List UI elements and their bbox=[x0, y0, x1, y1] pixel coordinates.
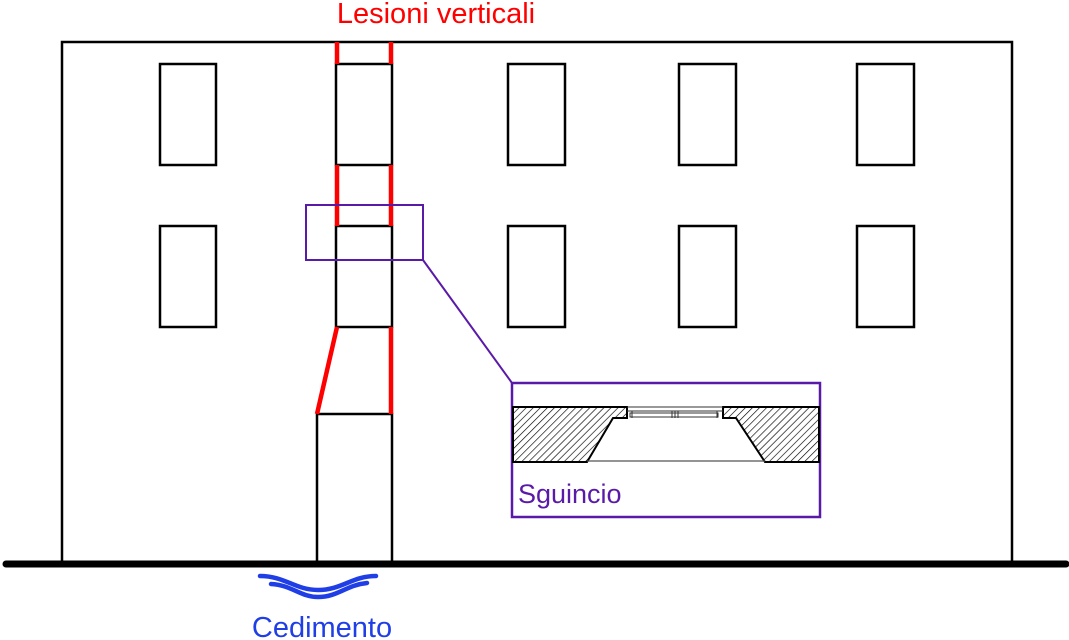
window-frame-section bbox=[627, 406, 723, 418]
window bbox=[158, 224, 218, 329]
splay-label: Sguincio bbox=[518, 479, 622, 509]
vertical-cracks bbox=[314, 42, 394, 415]
window bbox=[677, 62, 738, 167]
window bbox=[855, 224, 916, 329]
door bbox=[315, 412, 394, 564]
window bbox=[334, 224, 394, 329]
detail-highlight-box bbox=[305, 204, 424, 261]
window bbox=[158, 62, 218, 167]
building-outline bbox=[60, 40, 1014, 562]
wall-section-right bbox=[722, 406, 820, 463]
cracks-label: Lesioni verticali bbox=[337, 0, 535, 30]
window bbox=[677, 224, 738, 329]
settlement-label: Cedimento bbox=[252, 612, 392, 640]
crack-line bbox=[314, 326, 340, 415]
settlement-icon bbox=[257, 573, 379, 600]
callout-leader bbox=[422, 259, 513, 384]
window bbox=[855, 62, 916, 167]
window bbox=[506, 62, 567, 167]
window bbox=[334, 62, 394, 167]
window bbox=[506, 224, 567, 329]
